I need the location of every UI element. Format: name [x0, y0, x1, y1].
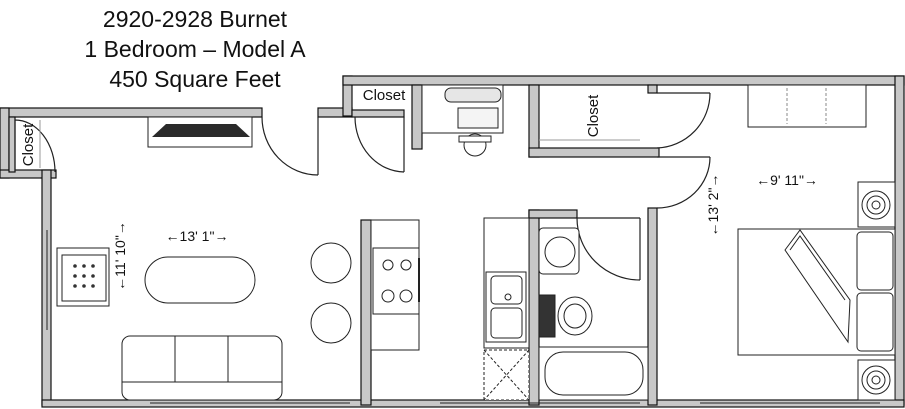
- tv: [147, 116, 253, 148]
- door-entry: [261, 116, 319, 176]
- bedroom-width-dimension: ←9' 11"→: [756, 172, 818, 188]
- unit-model: 1 Bedroom – Model A: [84, 36, 306, 62]
- dresser: [747, 84, 867, 128]
- living-width-dimension: ←13' 1"→: [166, 228, 229, 244]
- bedroom-depth-dimension: ←13' 2"→: [705, 174, 721, 237]
- bath-left-wall: [528, 209, 540, 406]
- kitchen: [370, 217, 530, 401]
- closet-left-wall: [8, 116, 16, 173]
- door-swings: [14, 92, 711, 281]
- closet-rods: [39, 120, 640, 168]
- bath-top-wall: [528, 209, 578, 219]
- closet-center-left-wall: [528, 84, 540, 158]
- square-footage: 450 Square Feet: [109, 66, 281, 92]
- building-name: 2920-2928 Burnet: [102, 6, 288, 32]
- wall-top-right: [342, 75, 905, 86]
- wall-left-upper: [0, 107, 10, 179]
- wall-left-jog: [0, 169, 57, 179]
- closet-left-label: Closet: [20, 123, 37, 166]
- dining-set: [144, 242, 352, 344]
- sofa: [121, 335, 283, 401]
- bathroom: [538, 227, 649, 401]
- bed: [737, 228, 896, 356]
- closet-top-label: Closet: [363, 87, 406, 104]
- closet-center-label: Closet: [585, 94, 602, 137]
- plan-title: 2920-2928 Burnet 1 Bedroom – Model A 450…: [40, 4, 350, 94]
- living-depth-dimension: ←11' 10"→: [112, 221, 128, 291]
- plants: [857, 181, 896, 401]
- door-closet-center: [656, 92, 711, 149]
- closet-center-bottom-wall: [528, 147, 660, 158]
- door-closet-left: [14, 119, 56, 173]
- wall-top-left: [0, 107, 263, 118]
- bedroom-wall-top: [647, 84, 658, 94]
- bedroom-wall-main: [647, 207, 658, 406]
- closet-top-bottom-wall: [351, 109, 405, 118]
- wall-right: [894, 75, 905, 406]
- armchair: [56, 247, 110, 307]
- closet-top-right-wall: [411, 84, 423, 150]
- door-bath: [576, 217, 641, 281]
- windows: [46, 230, 880, 404]
- interior-walls: [8, 84, 660, 406]
- door-bedroom: [656, 156, 711, 209]
- desk: [421, 84, 504, 157]
- door-closet-top: [354, 116, 405, 173]
- kitchen-wall: [360, 219, 372, 406]
